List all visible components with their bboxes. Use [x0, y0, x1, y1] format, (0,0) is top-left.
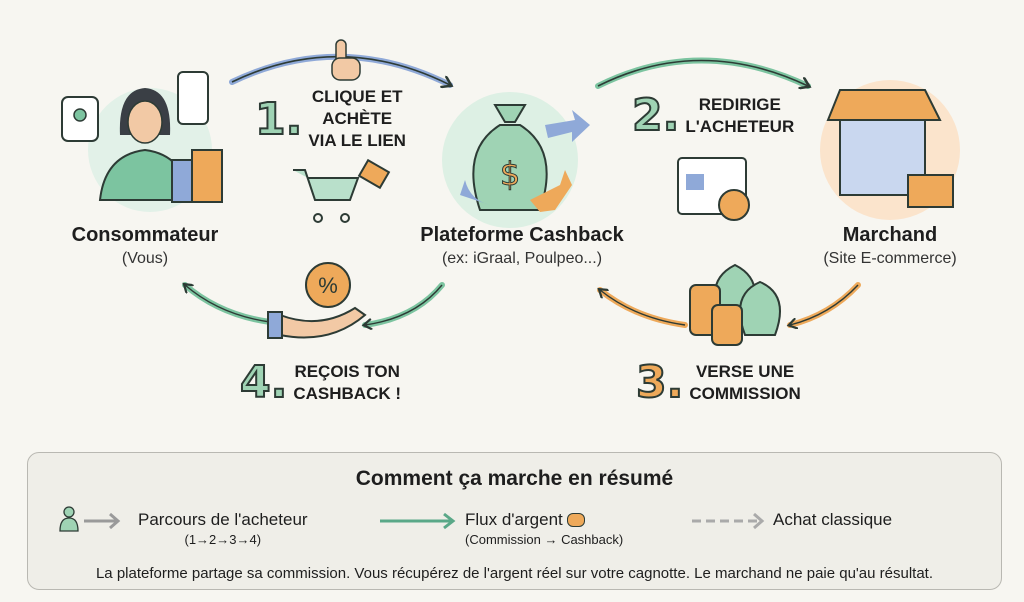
browser-cookie-icon	[677, 157, 750, 221]
legend-buyer: Parcours de l'acheteur (1→2→3→4)	[138, 510, 308, 547]
legend-money: Flux d'argent (Commission → Cashback)	[465, 510, 623, 547]
legend-label: Flux d'argent	[465, 510, 563, 529]
merchant-title: Marchand	[842, 224, 938, 246]
step-text-line: Reçois ton	[294, 361, 400, 381]
money-bag-icon: $	[442, 92, 590, 228]
platform-subtitle: (ex: iGraal, Poulpeo...)	[441, 250, 603, 267]
step-text-line: achète	[322, 109, 393, 128]
coins-bags-icon	[689, 263, 781, 346]
step-number: 2.	[631, 89, 680, 142]
step-number: 1.	[254, 93, 303, 146]
platform-title: Plateforme Cashback	[420, 224, 624, 246]
step-text-line: Clique et	[311, 87, 403, 106]
legend-classic-arrow	[692, 512, 765, 530]
coins-icon	[567, 513, 586, 527]
legend-sub: (1→2→3→4)	[184, 532, 262, 547]
step-1: 1. Clique et achète via le lien	[254, 86, 406, 152]
hand-percent-coin-icon: %	[267, 262, 367, 339]
step-2: 2. Redirigel'acheteur	[631, 89, 795, 142]
summary-box: Comment ça marche en résumé Parcours de …	[27, 452, 1002, 590]
legend-money-arrow	[380, 512, 456, 530]
step-3: 3. Verse unecommission	[635, 356, 801, 409]
arrow-cashback-to-consumer	[182, 282, 273, 325]
step-text-line: l'acheteur	[685, 116, 795, 136]
legend-sub: (Commission → Cashback)	[465, 532, 624, 547]
svg-text:$: $	[500, 155, 520, 193]
consumer-icon	[61, 71, 223, 212]
shop-icon	[820, 80, 960, 220]
arrow-merchant-commission	[787, 282, 861, 328]
flow-arrows: $ %	[61, 39, 960, 346]
arrow-platform-cashback	[362, 282, 445, 328]
step-4: 4. Reçois toncashback !	[239, 356, 402, 409]
arrow-commission-to-platform	[597, 287, 688, 328]
svg-text:%: %	[318, 273, 338, 298]
summary-note: La plateforme partage sa commission. Vou…	[95, 565, 934, 582]
merchant-subtitle: (Site E-commerce)	[823, 250, 957, 267]
legend-classic: Achat classique	[773, 510, 892, 530]
click-hand-icon	[331, 39, 361, 81]
summary-title: Comment ça marche en résumé	[355, 467, 674, 490]
consumer-subtitle: (Vous)	[121, 250, 169, 267]
step-number: 3.	[635, 356, 684, 409]
legend-label: Achat classique	[773, 510, 893, 529]
cart-icon	[293, 158, 391, 223]
step-text-line: via le lien	[308, 131, 406, 150]
step-text-line: Redirige	[698, 94, 781, 114]
step-text-line: cashback !	[293, 383, 402, 403]
step-text-line: Verse une	[695, 361, 795, 381]
step-number: 4.	[239, 356, 288, 409]
step-text-line: commission	[689, 383, 801, 403]
legend-buyer-symbol	[59, 506, 121, 532]
consumer-title: Consommateur	[71, 224, 219, 246]
legend-label: Parcours de l'acheteur	[138, 510, 308, 529]
